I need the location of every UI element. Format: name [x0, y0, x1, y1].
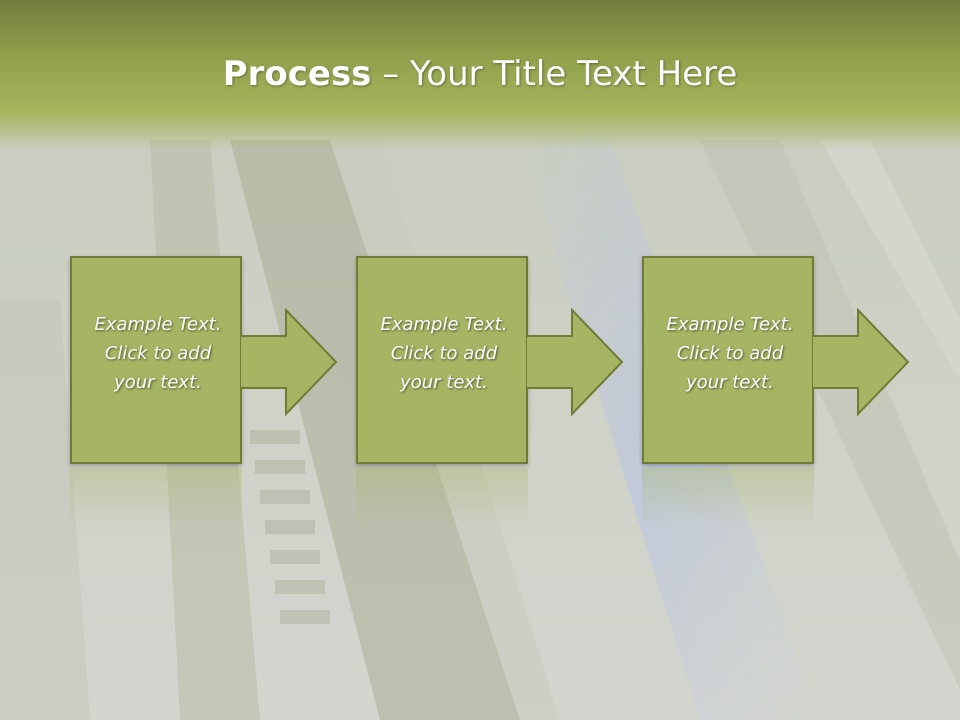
step-box[interactable]: Example Text. Click to add your text. [356, 256, 528, 464]
slide-title[interactable]: Process – Your Title Text Here [0, 52, 960, 96]
step-reflection-2 [356, 468, 528, 528]
step-reflection-1 [70, 468, 242, 528]
slide-title-rest: – Your Title Text Here [371, 54, 738, 94]
arrow-right-icon [240, 308, 338, 416]
slide-title-bold: Process [222, 54, 372, 94]
arrow-right-icon [526, 308, 624, 416]
step-text[interactable]: Example Text. Click to add your text. [94, 314, 222, 393]
process-step-2[interactable]: Example Text. Click to add your text. [356, 256, 656, 468]
step-text[interactable]: Example Text. Click to add your text. [666, 314, 794, 393]
process-step-3[interactable]: Example Text. Click to add your text. [642, 256, 942, 468]
title-band [0, 0, 960, 150]
step-box[interactable]: Example Text. Click to add your text. [70, 256, 242, 464]
step-reflection-3 [642, 468, 814, 528]
step-text[interactable]: Example Text. Click to add your text. [380, 314, 508, 393]
step-box[interactable]: Example Text. Click to add your text. [642, 256, 814, 464]
arrow-right-icon [812, 308, 910, 416]
process-step-1[interactable]: Example Text. Click to add your text. [70, 256, 370, 468]
